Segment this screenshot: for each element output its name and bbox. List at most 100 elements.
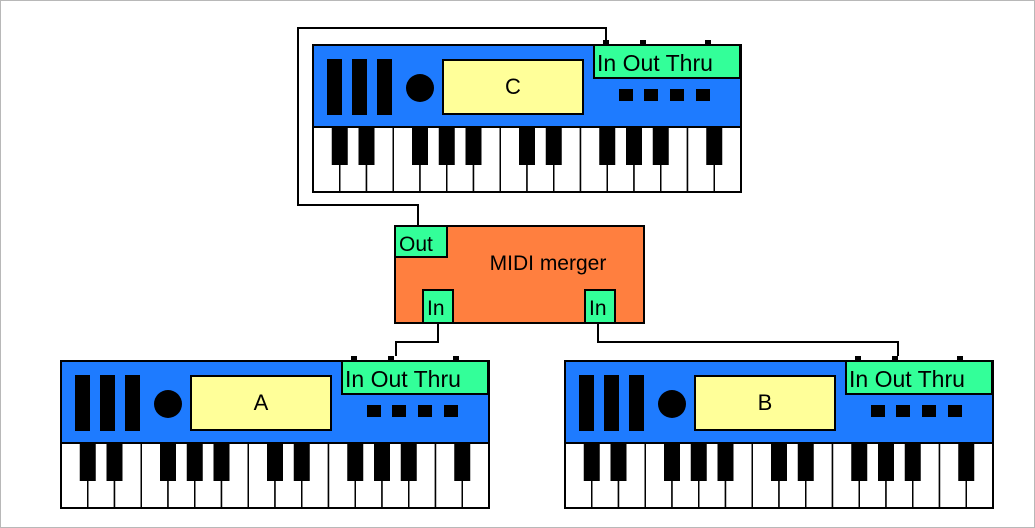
midi-merger-in-right-label: In: [589, 297, 607, 320]
keyboard-c-display: [442, 59, 584, 115]
panel-button: [444, 405, 458, 417]
keyboard-b-buttons: [871, 405, 962, 417]
black-key: [626, 127, 642, 165]
black-key: [583, 443, 600, 481]
black-key: [904, 443, 921, 481]
black-key: [958, 443, 975, 481]
slider: [352, 59, 367, 115]
black-key: [400, 443, 417, 481]
midi-merger-in-left-port: [422, 289, 454, 324]
keyboard-c-knob: [406, 74, 434, 102]
keyboard-b-port-pins: [855, 356, 963, 362]
keybed-outline: [312, 126, 742, 193]
black-key: [331, 127, 348, 165]
port-pin: [453, 356, 459, 362]
keyboard-c-keys: [312, 126, 742, 193]
slider: [327, 59, 342, 115]
port-pin: [892, 356, 898, 362]
panel-button: [922, 405, 936, 417]
black-key: [213, 443, 230, 481]
slider: [629, 375, 644, 431]
keyboard-c-sliders: [327, 59, 392, 115]
black-key: [599, 127, 616, 165]
slider: [100, 375, 115, 431]
black-key: [664, 443, 680, 481]
panel-button: [670, 89, 684, 101]
black-key: [374, 443, 390, 481]
black-key: [717, 443, 734, 481]
keyboard-c-buttons: [619, 89, 710, 101]
wire-merger-in-left-to-a-in: [395, 322, 439, 356]
keyboard-c-port-box: [593, 44, 741, 79]
keyboard-b-display-label: B: [758, 390, 773, 415]
black-key: [878, 443, 894, 481]
slider: [125, 375, 140, 431]
port-pin: [705, 40, 711, 46]
black-key: [465, 127, 482, 165]
black-key: [519, 127, 535, 165]
keyboard-b-port-box: [845, 360, 993, 395]
keyboard-c-display-label: C: [505, 74, 521, 99]
black-key: [79, 443, 96, 481]
black-key: [610, 443, 627, 481]
black-key: [267, 443, 283, 481]
midi-merger: MIDI merger Out In In: [394, 225, 645, 324]
keyboard-a-port-pins: [351, 356, 459, 362]
slider: [579, 375, 594, 431]
port-pin: [351, 356, 357, 362]
black-key: [358, 127, 375, 165]
keyboard-b: B In Out Thru: [564, 356, 994, 509]
black-key: [454, 443, 471, 481]
keyboard-a-display-label: A: [254, 390, 269, 415]
slider: [604, 375, 619, 431]
panel-button: [418, 405, 432, 417]
black-key: [106, 443, 123, 481]
panel-button: [896, 405, 910, 417]
panel-button: [948, 405, 962, 417]
panel-button: [619, 89, 633, 101]
keybed-outline: [60, 442, 490, 509]
black-key: [851, 443, 868, 481]
wires: [297, 27, 899, 356]
keyboard-a: A In Out Thru: [60, 356, 490, 509]
keyboard-c: C In Out Thru: [312, 40, 742, 193]
midi-merger-label: MIDI merger: [490, 252, 607, 275]
keyboard-a-port-labels: In Out Thru: [345, 366, 461, 392]
black-key: [438, 127, 455, 165]
panel-button: [871, 405, 885, 417]
port-pin: [957, 356, 963, 362]
keybed-outline: [564, 442, 994, 509]
black-key: [186, 443, 203, 481]
keyboard-a-knob: [154, 390, 182, 418]
black-key: [412, 127, 428, 165]
black-key: [545, 127, 562, 165]
midi-merger-out-port: [394, 225, 448, 258]
black-key: [652, 127, 669, 165]
keyboard-b-knob: [658, 390, 686, 418]
port-pin: [388, 356, 394, 362]
keyboard-a-port-box: [341, 360, 489, 395]
port-pin: [855, 356, 861, 362]
black-key: [690, 443, 707, 481]
keyboard-b-sliders: [579, 375, 644, 431]
panel-button: [392, 405, 406, 417]
black-key: [160, 443, 176, 481]
black-key: [706, 127, 723, 165]
wire-c-out-to-merger-out: [297, 27, 607, 226]
keyboard-b-display: [694, 375, 836, 431]
slider: [377, 59, 392, 115]
midi-merger-out-label: Out: [399, 233, 433, 256]
keyboard-c-port-pins: [603, 40, 711, 46]
panel-button: [696, 89, 710, 101]
keyboard-b-port-labels: In Out Thru: [849, 366, 965, 392]
black-key: [771, 443, 787, 481]
port-pin: [603, 40, 609, 46]
keyboard-a-display: [190, 375, 332, 431]
panel-button: [367, 405, 381, 417]
midi-merger-in-right-port: [584, 289, 616, 324]
black-key: [293, 443, 310, 481]
keyboard-a-sliders: [75, 375, 140, 431]
panel-button: [644, 89, 658, 101]
keyboard-a-buttons: [367, 405, 458, 417]
